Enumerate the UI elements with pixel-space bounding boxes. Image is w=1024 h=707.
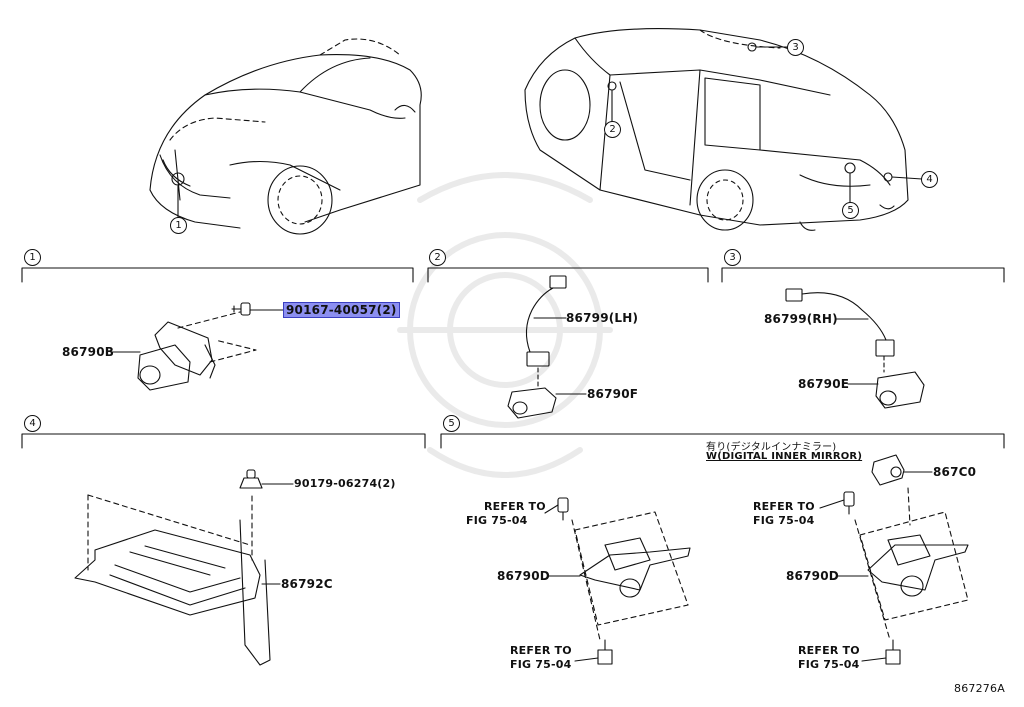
bolt-lower-left: [597, 639, 613, 665]
refer-lower-left-line1: REFER TO: [510, 644, 572, 657]
part-label-86790d-right[interactable]: 86790D: [786, 569, 839, 583]
refer-upper-right-line1: REFER TO: [753, 500, 815, 513]
part-label-86790f[interactable]: 86790F: [587, 387, 639, 401]
part-label-86790b[interactable]: 86790B: [62, 345, 115, 359]
module-867c0-drawing: [871, 454, 905, 486]
bolt-upper-right: [843, 491, 855, 515]
part-label-90167-40057[interactable]: 90167-40057(2): [283, 302, 400, 318]
front-car-drawing: [149, 38, 422, 235]
callout-rear-5[interactable]: 5: [842, 202, 859, 219]
section-badge-5: 5: [443, 415, 460, 432]
callout-rear-3[interactable]: 3: [787, 39, 804, 56]
section-badge-1: 1: [24, 249, 41, 266]
nut-90179-drawing: [239, 469, 263, 489]
part-label-867c0[interactable]: 867C0: [933, 465, 977, 479]
option-note-jp: 有り(デジタルインナミラー): [706, 442, 837, 453]
camera-86790e-drawing: [875, 371, 925, 409]
refer-lower-right-line2[interactable]: FIG 75-04: [798, 658, 860, 671]
part-label-86790d-left[interactable]: 86790D: [497, 569, 550, 583]
camera-86790d-right-drawing: [867, 534, 969, 597]
refer-lower-left-line2[interactable]: FIG 75-04: [510, 658, 572, 671]
bolt-upper-left: [557, 497, 569, 521]
refer-upper-right-line2[interactable]: FIG 75-04: [753, 514, 815, 527]
watermark-emblem: [397, 172, 613, 478]
harness-86799rh-drawing: [785, 288, 895, 357]
callout-rear-4[interactable]: 4: [921, 171, 938, 188]
part-label-86792c[interactable]: 86792C: [281, 577, 333, 591]
part-label-86799lh[interactable]: 86799(LH): [566, 311, 639, 325]
part-label-86790e[interactable]: 86790E: [798, 377, 850, 391]
camera-86790d-left-drawing: [579, 537, 691, 598]
refer-lower-right-line1: REFER TO: [798, 644, 860, 657]
bolt-lower-right: [885, 639, 901, 665]
section-badge-2: 2: [429, 249, 446, 266]
option-note-en: W(DIGITAL INNER MIRROR): [706, 451, 863, 462]
bolt-90167-drawing: [231, 302, 251, 316]
callout-rear-2[interactable]: 2: [604, 121, 621, 138]
camera-86790f-drawing: [507, 387, 557, 419]
section-badge-4: 4: [24, 415, 41, 432]
ecu-86792c-drawing: [74, 519, 271, 666]
rear-car-drawing: [524, 28, 909, 231]
refer-upper-left-line2[interactable]: FIG 75-04: [466, 514, 528, 527]
harness-86799lh-drawing: [525, 275, 567, 367]
figure-id: 867276A: [954, 682, 1005, 695]
part-label-86799rh[interactable]: 86799(RH): [764, 312, 838, 326]
camera-86790b-drawing: [137, 321, 216, 391]
refer-upper-left-line1: REFER TO: [484, 500, 546, 513]
callout-front-1[interactable]: 1: [170, 217, 187, 234]
section-badge-3: 3: [724, 249, 741, 266]
part-label-90179-06274[interactable]: 90179-06274(2): [294, 477, 396, 490]
